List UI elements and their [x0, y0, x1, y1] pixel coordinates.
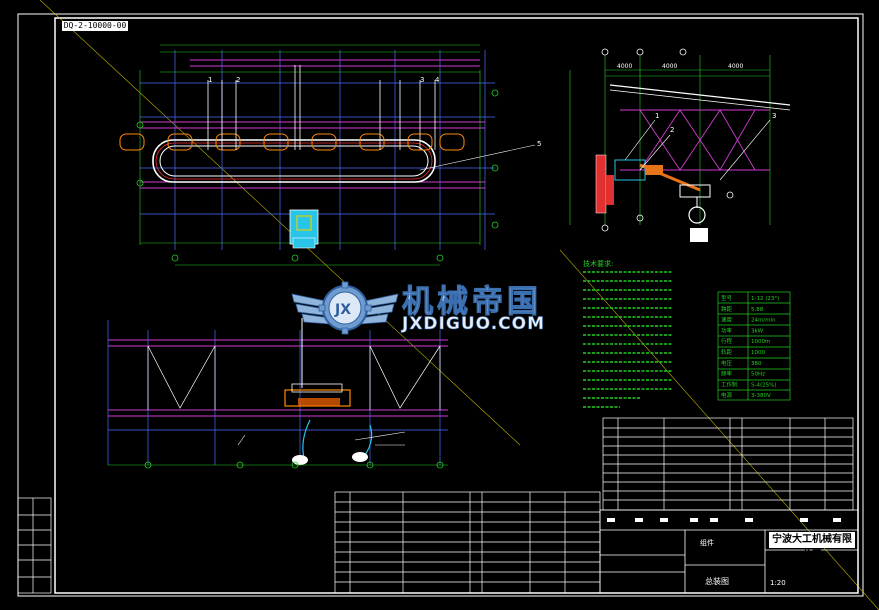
spec-row-value: 380 — [751, 361, 762, 367]
right-item-label-2: 2 — [670, 126, 674, 134]
title-block-label: 总装图 — [705, 576, 729, 586]
dimension-2: 4000 — [662, 63, 677, 70]
watermark-sub-text: JXDIGUO.COM — [402, 314, 546, 335]
technical-notes — [583, 271, 672, 408]
spec-row-value: 1-12 (23°) — [751, 296, 779, 302]
gear-wings-logo-icon: JX — [291, 281, 399, 335]
spec-row-value: 50Hz — [751, 372, 765, 378]
spec-row-value: 1000m — [751, 339, 770, 345]
sheet-outer-border — [17, 13, 864, 597]
revision-strip — [17, 497, 52, 594]
spec-row-label: 轨距 — [721, 348, 733, 356]
left-item-label-3: 3 — [420, 76, 424, 84]
spec-row-label: 型号 — [721, 294, 733, 302]
spec-row-label: 频率 — [721, 370, 733, 378]
title-block — [599, 509, 859, 594]
spec-row-label: 电源 — [721, 391, 733, 399]
spec-row-label: 行程 — [721, 337, 733, 345]
scale-label: 1:20 — [770, 579, 786, 587]
spec-row-value: 24m/min — [751, 318, 776, 324]
watermark-main-text: 机械帝国 — [402, 284, 542, 321]
parts-list-right — [602, 417, 854, 511]
right-item-label-1: 1 — [655, 112, 659, 120]
spec-row-label: 工作制 — [721, 380, 738, 388]
plan-view — [119, 44, 536, 266]
parts-list-left — [334, 491, 601, 594]
left-item-label-1: 1 — [208, 76, 212, 84]
spec-row-value: 5.88 — [751, 307, 764, 313]
notes-title: 技术要求: — [583, 259, 613, 268]
spec-row-label: 速度 — [721, 316, 733, 324]
spec-table-grid — [717, 291, 791, 401]
spec-row-value: 3-380V — [751, 393, 771, 399]
spec-row-label: 电压 — [721, 359, 733, 367]
dimension-1: 4000 — [617, 63, 632, 70]
dimension-3: 4000 — [728, 63, 743, 70]
left-item-label-4: 4 — [435, 76, 440, 84]
watermark: JX 机械帝国 JXDIGUO.COM — [290, 272, 590, 342]
material-label: 组件 — [700, 538, 714, 547]
company-name: 宁波大工机械有限公司 — [769, 532, 855, 561]
title-block-marks — [607, 518, 841, 522]
drawing-number: DQ-2-10000-00 — [62, 21, 128, 31]
spec-row-value: 3kW — [751, 328, 764, 334]
spec-row-value: S-4(25%) — [751, 382, 777, 388]
left-item-label-5: 5 — [537, 140, 541, 148]
spec-row-label: 跨距 — [721, 305, 733, 313]
spec-row-label: 功率 — [721, 326, 733, 334]
right-item-label-3: 3 — [772, 112, 776, 120]
spec-row-value: 1000 — [751, 350, 765, 356]
side-elevation — [569, 48, 791, 242]
svg-text:JX: JX — [334, 302, 351, 318]
front-elevation — [107, 318, 448, 469]
left-item-label-2: 2 — [236, 76, 240, 84]
